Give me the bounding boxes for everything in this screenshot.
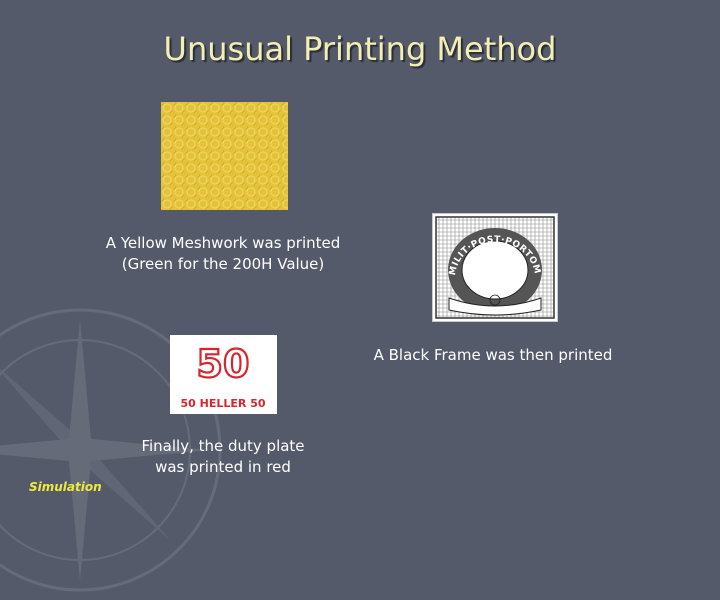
yellow-caption-line1: A Yellow Meshwork was printed <box>105 234 341 252</box>
black-frame-image: MILIT·POST·PORTOMARKE <box>429 207 558 322</box>
yellow-meshwork-image <box>161 102 288 210</box>
duty-caption-line2: was printed in red <box>155 458 291 476</box>
yellow-meshwork-caption: A Yellow Meshwork was printed (Green for… <box>88 233 358 275</box>
yellow-caption-line2: (Green for the 200H Value) <box>121 255 325 273</box>
black-frame-caption: A Black Frame was then printed <box>373 346 613 364</box>
slide-title: Unusual Printing Method <box>163 30 557 68</box>
compass-watermark-icon <box>0 308 222 592</box>
simulation-note: Simulation <box>29 480 102 494</box>
duty-plate-image: 50 50 HELLER 50 <box>170 335 277 414</box>
duty-caption-line1: Finally, the duty plate <box>141 437 305 455</box>
duty-plate-caption: Finally, the duty plate was printed in r… <box>118 436 328 478</box>
duty-value-text: 50 <box>197 342 250 386</box>
duty-bottom-text: 50 HELLER 50 <box>181 397 266 410</box>
